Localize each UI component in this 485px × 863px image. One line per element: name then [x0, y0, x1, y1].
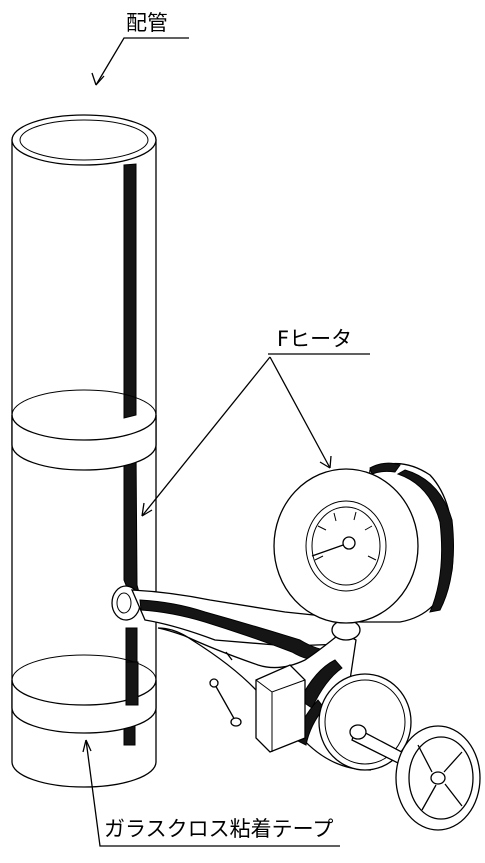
tape-band-upper: [11, 389, 157, 471]
pipe-leader: [91, 37, 189, 86]
tape-band-lower: [11, 654, 157, 734]
heater-leader: [141, 353, 370, 517]
valve-body: [157, 619, 412, 771]
heater-label: Fヒータ: [277, 327, 352, 351]
heater-cable-lower: [125, 661, 139, 706]
pressure-gauge: [273, 462, 454, 624]
tape-leader: [82, 739, 340, 847]
handwheel: [349, 724, 481, 831]
tape-label: ガラスクロス粘着テープ: [104, 817, 333, 841]
pipe-label: 配管: [126, 11, 168, 35]
branch-pipe: [111, 585, 345, 647]
heater-cable-vertical: [123, 163, 142, 746]
